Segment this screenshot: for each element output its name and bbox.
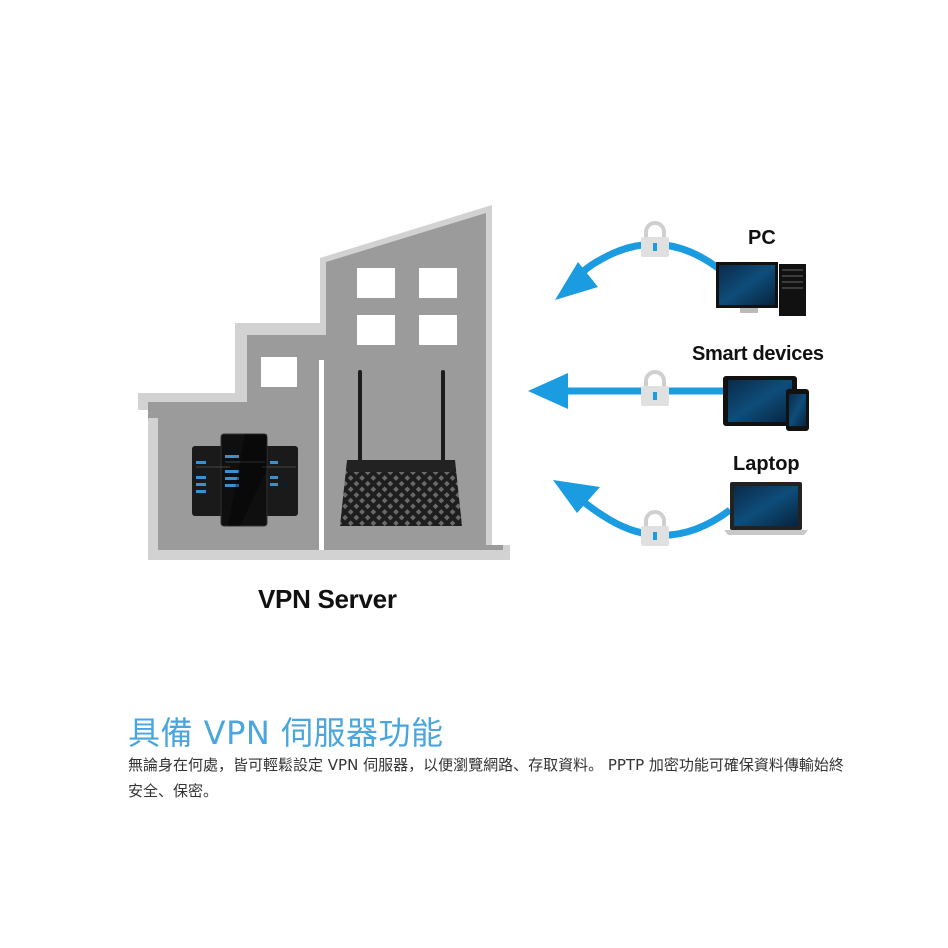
window bbox=[357, 268, 395, 298]
lock-icon bbox=[641, 370, 669, 406]
arrow-laptop bbox=[553, 480, 733, 539]
laptop-label: Laptop bbox=[733, 453, 800, 475]
window bbox=[419, 268, 457, 298]
vpn-server-label: VPN Server bbox=[258, 584, 397, 614]
lock-icon bbox=[641, 510, 669, 546]
smart-devices-label: Smart devices bbox=[692, 343, 824, 365]
tablet-phone-icon bbox=[723, 376, 809, 431]
desktop-pc-icon bbox=[716, 262, 806, 316]
window bbox=[357, 315, 395, 345]
feature-title: 具備 VPN 伺服器功能 bbox=[128, 713, 444, 752]
arrow-pc bbox=[555, 240, 721, 300]
router-icon bbox=[340, 370, 462, 526]
window bbox=[419, 315, 457, 345]
lock-icon bbox=[641, 221, 669, 257]
vpn-diagram bbox=[138, 205, 809, 560]
feature-description: 無論身在何處，皆可輕鬆設定 VPN 伺服器，以便瀏覽網路、存取資料。 PPTP … bbox=[128, 756, 844, 800]
server-rack-icon bbox=[192, 433, 298, 527]
laptop-icon bbox=[724, 482, 808, 535]
pc-label: PC bbox=[748, 227, 776, 249]
window bbox=[261, 357, 297, 387]
arrow-smart-devices bbox=[528, 373, 725, 409]
